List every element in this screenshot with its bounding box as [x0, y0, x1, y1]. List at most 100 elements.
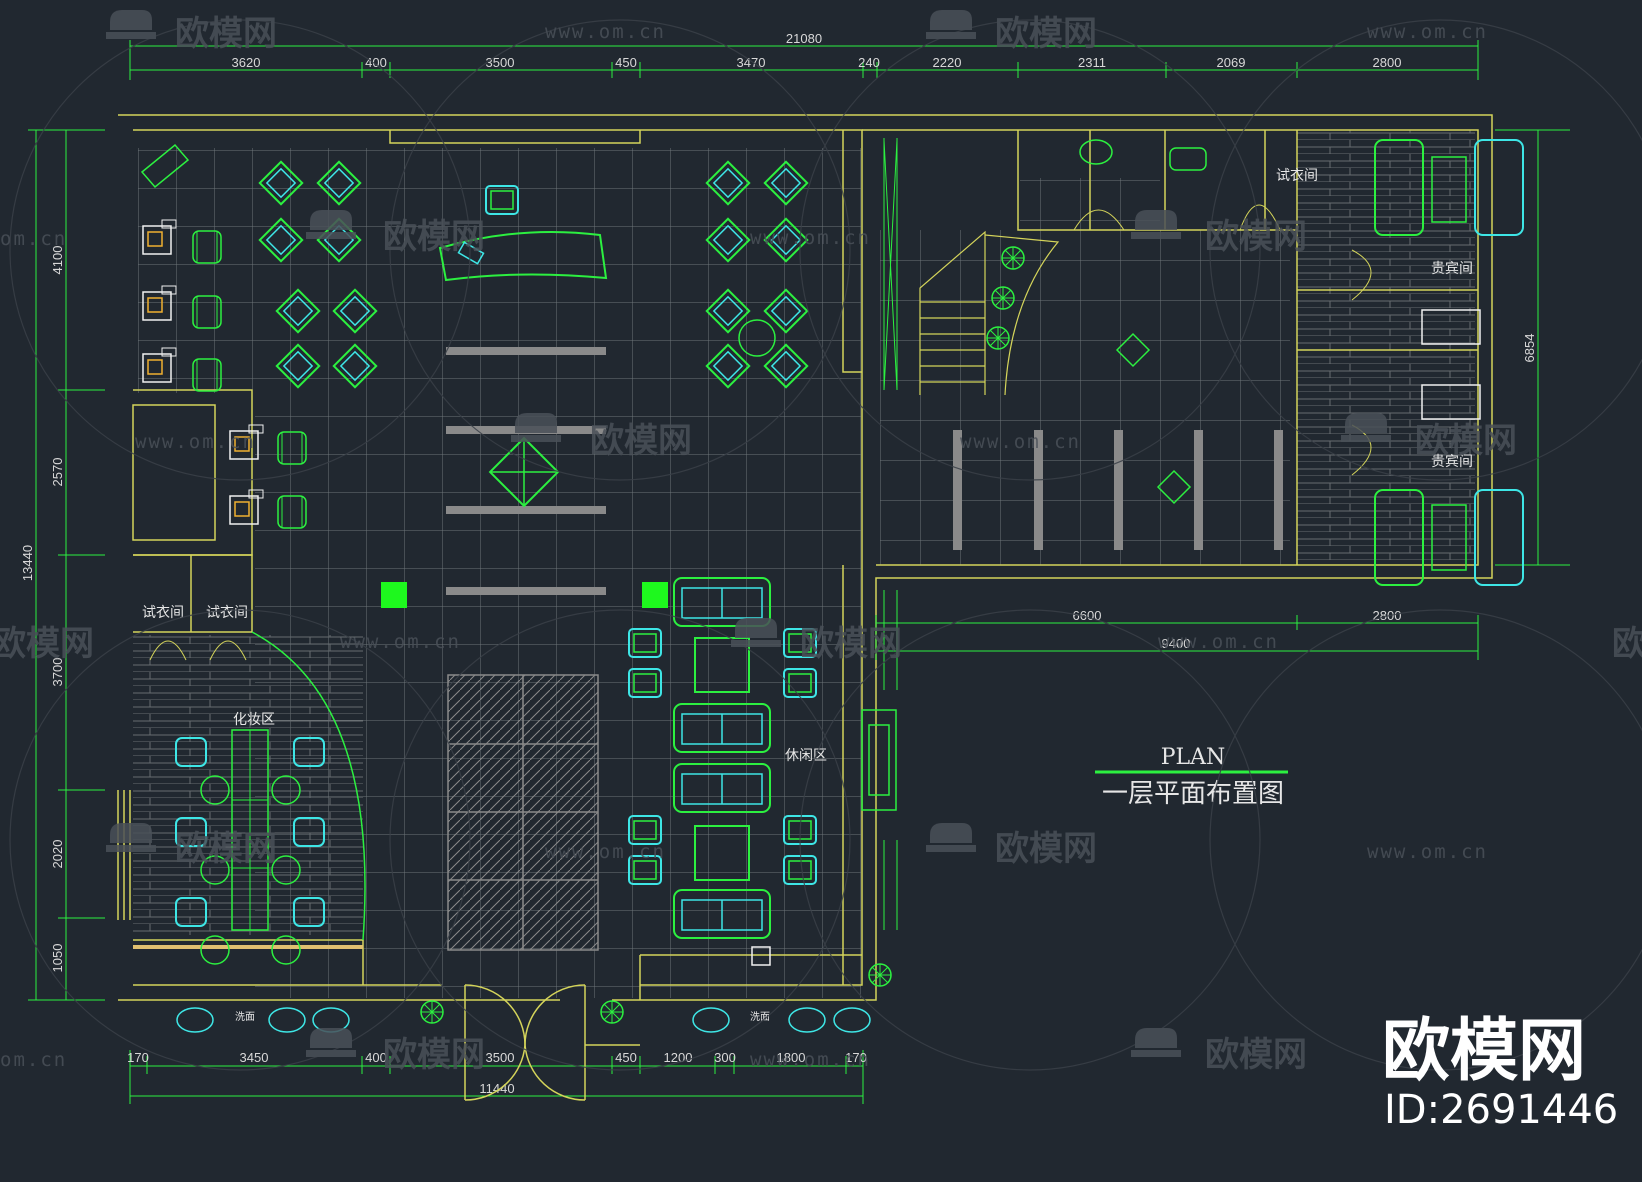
watermark-url-12: www.om.cn — [750, 1049, 871, 1071]
left-dimension-chain: 13440 4100 2570 3700 2020 1050 — [20, 129, 105, 1001]
dim-left-2: 2570 — [50, 458, 65, 487]
plant-entry-left — [420, 1000, 444, 1024]
column-left — [381, 582, 407, 608]
fitting-room-label-3: 试衣间 — [1276, 168, 1318, 184]
watermark-logo-5: 欧模网 — [590, 421, 692, 461]
brand-logo: 欧模网 — [1382, 1012, 1587, 1091]
vip-room-label-2: 贵宾间 — [1431, 454, 1473, 470]
entrance-door — [464, 984, 640, 1101]
dim-bottom-7: 300 — [714, 1050, 736, 1065]
dim-left-4: 2020 — [50, 840, 65, 869]
makeup-bench-strip — [133, 945, 363, 949]
watermark-logo-3: 欧模网 — [383, 217, 485, 257]
column-right — [642, 582, 668, 608]
dim-bottom-4: 3500 — [486, 1050, 515, 1065]
dim-left-total: 13440 — [20, 545, 35, 581]
right-hall-rails — [953, 430, 1283, 550]
fitting-room-doors-left — [149, 640, 247, 661]
dim-top-3: 3500 — [486, 55, 515, 70]
makeup-stations — [175, 729, 325, 965]
watermark-logo-1: 欧模网 — [175, 14, 277, 54]
dim-top-9: 2069 — [1217, 55, 1246, 70]
dim-left-5: 1050 — [50, 944, 65, 973]
watermark-url-3: om.cn — [0, 228, 67, 250]
fitting-room-label-1: 试衣间 — [142, 605, 184, 621]
sink-label-right: 洗面 — [750, 1011, 770, 1023]
dim-bottom-2: 3450 — [240, 1050, 269, 1065]
watermark-logo-12: 欧模网 — [383, 1035, 485, 1075]
dining-chairs-right — [705, 160, 809, 389]
dim-top-4: 450 — [615, 55, 637, 70]
watermark-url-1: www.om.cn — [545, 21, 666, 43]
floor-markers — [1115, 332, 1192, 505]
watermark-url-11: om.cn — [0, 1049, 67, 1071]
watermark-url-2: www.om.cn — [1367, 21, 1488, 43]
display-platforms — [447, 674, 599, 951]
watermark-logo-6: 欧模网 — [1415, 421, 1517, 461]
floor-tiles — [133, 130, 1475, 998]
watermark-logo-7: 欧模网 — [0, 624, 94, 664]
dim-left-3: 3700 — [50, 658, 65, 687]
watermark-logo-11: 欧模网 — [995, 829, 1097, 869]
dim-top-total: 21080 — [786, 31, 822, 46]
toilet-fixtures — [1079, 139, 1207, 171]
makeup-zone-edge — [251, 631, 366, 941]
dim-top-1: 3620 — [232, 55, 261, 70]
fitting-room-label-2: 试衣间 — [206, 605, 248, 621]
watermark-logo-9: 欧模网 — [1612, 624, 1642, 664]
makeup-area-label: 化妆区 — [233, 712, 275, 728]
dim-top-10: 2800 — [1373, 55, 1402, 70]
dim-top-8: 2311 — [1078, 55, 1106, 70]
dim-top-6: 240 — [858, 55, 880, 70]
watermark-url-10: www.om.cn — [1367, 841, 1488, 863]
dim-bottom-8: 1800 — [777, 1050, 806, 1065]
sink-label-left: 洗面 — [235, 1011, 255, 1023]
dim-right-block-2: 2800 — [1373, 608, 1402, 623]
plant-entry-right — [600, 1000, 624, 1024]
right-block-dimensions: 6600 2800 9400 — [875, 608, 1479, 660]
dim-right-block-1: 6600 — [1073, 608, 1102, 623]
watermark-url-4: www.om.cn — [750, 227, 871, 249]
watermark-logo-8: 欧模网 — [800, 624, 902, 664]
sink-counters — [176, 1007, 871, 1033]
center-display-stand — [488, 436, 560, 508]
dim-bottom-5: 450 — [615, 1050, 637, 1065]
staircase — [919, 230, 1060, 396]
watermark-url-6: www.om.cn — [960, 431, 1081, 453]
vip-room-1-furniture — [1374, 139, 1524, 345]
toilet-doors — [1073, 204, 1281, 231]
lounge-area-label: 休闲区 — [785, 748, 827, 764]
dim-right: 6854 — [1522, 334, 1537, 363]
watermarks: 欧模网 www.om.cn 欧模网 www.om.cn om.cn 欧模网 ww… — [0, 10, 1642, 1075]
dim-top-2: 400 — [365, 55, 387, 70]
watermark-url-5: www.om.cn — [135, 431, 256, 453]
plan-title: PLAN 一层平面布置图 — [1095, 745, 1288, 809]
title-en: PLAN — [1161, 745, 1226, 770]
dim-bottom-3: 400 — [365, 1050, 387, 1065]
watermark-logo-2: 欧模网 — [995, 14, 1097, 54]
dim-bottom-9: 170 — [845, 1050, 867, 1065]
dim-left-1: 4100 — [50, 246, 65, 275]
watermark-logo-10: 欧模网 — [175, 829, 277, 869]
dim-right-block-total: 9400 — [1162, 636, 1191, 651]
watermark-logo-13: 欧模网 — [1205, 1035, 1307, 1075]
plant-lounge — [868, 963, 892, 987]
entry-corner-shelf — [140, 143, 190, 189]
watermark-url-7: www.om.cn — [340, 631, 461, 653]
vip-room-2-furniture — [1374, 384, 1524, 586]
right-dimension: 6854 — [1495, 129, 1570, 566]
dim-bottom-6: 1200 — [664, 1050, 693, 1065]
tv-cabinet — [861, 709, 897, 811]
watermark-url-9: www.om.cn — [545, 841, 666, 863]
reception-desk — [438, 230, 608, 282]
dim-top-7: 2220 — [933, 55, 962, 70]
small-table — [751, 946, 771, 966]
lounge-furniture — [628, 577, 817, 939]
dim-bottom-total: 11440 — [479, 1081, 514, 1096]
mirror-wall — [117, 790, 131, 920]
vip-room-label-1: 贵宾间 — [1431, 261, 1473, 277]
top-dimension-chain: 21080 3620 400 3500 450 3470 240 2220 23… — [129, 31, 1479, 80]
bottom-dimension-chain: 170 3450 400 3500 450 1200 300 1800 170 … — [127, 1050, 867, 1104]
watermark-url-8: www.om.cn — [1158, 631, 1279, 653]
